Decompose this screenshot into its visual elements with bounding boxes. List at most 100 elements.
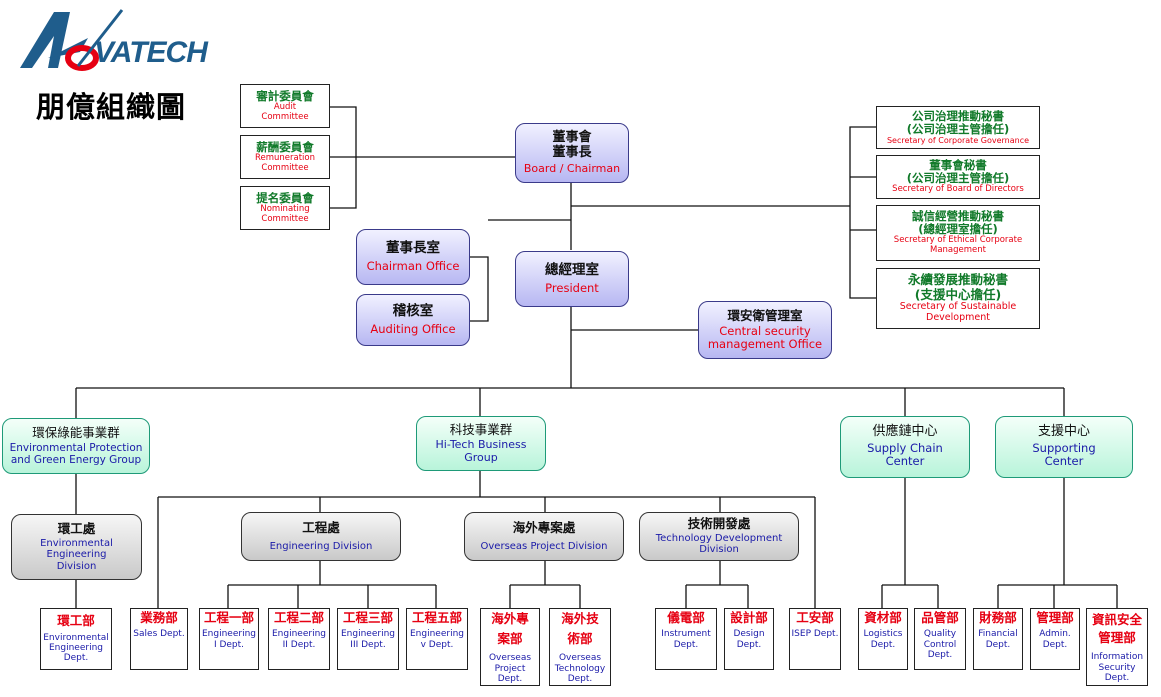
chairman-office-zh: 董事長室 <box>386 240 440 257</box>
dept-en: Overseas Technology Dept. <box>554 653 606 685</box>
president: 總經理室 President <box>515 251 629 307</box>
dept-zh: 工程五部 <box>411 610 462 625</box>
dept-zh: 財務部 <box>979 610 1017 625</box>
dept-en: Engineering III Dept. <box>341 629 395 650</box>
group-zh: 支援中心 <box>1037 424 1090 440</box>
secretary-zh2: (公司治理主管擔任) <box>906 121 1010 136</box>
dept-en: Engineering II Dept. <box>272 629 326 650</box>
dept-logistics: 資材部 Logistics Dept. <box>858 608 908 670</box>
dept-zh: 設計部 <box>730 610 768 625</box>
security-office-zh: 環安衛管理室 <box>727 307 803 323</box>
auditing-office-en: Auditing Office <box>370 321 456 336</box>
audit-committee: 審計委員會 Audit Committee <box>240 84 330 128</box>
corporate-governance-secretary: 公司治理推動秘書 (公司治理主管擔任) Secretary of Corpora… <box>876 106 1040 149</box>
division-zh: 環工處 <box>57 520 96 536</box>
dept-zh: 管理部 <box>1036 610 1074 625</box>
group-zh: 供應鏈中心 <box>872 424 938 440</box>
president-en: President <box>545 280 599 295</box>
dept-env-engineering: 環工部 Environmental Engineering Dept. <box>40 608 112 670</box>
dept-en: Instrument Dept. <box>661 629 711 650</box>
division-en: Engineering Division <box>269 540 373 552</box>
dept-en: Engineering I Dept. <box>202 629 256 650</box>
secretary-en: Secretary of Corporate Governance <box>886 136 1030 146</box>
dept-overseas-project: 海外專案部 Overseas Project Dept. <box>480 608 540 686</box>
dept-instrument: 儀電部 Instrument Dept. <box>655 608 717 670</box>
overseas-project-division: 海外專案處 Overseas Project Division <box>464 512 624 561</box>
dept-zh: 環工部 <box>57 613 95 629</box>
dept-overseas-technology: 海外技術部 Overseas Technology Dept. <box>549 608 611 686</box>
dept-zh: 資材部 <box>864 610 902 625</box>
secretary-zh1: 誠信經營推動秘書 <box>912 209 1004 224</box>
dept-engineering-5: 工程五部 Engineering v Dept. <box>406 608 468 670</box>
secretary-zh1: 永續發展推動秘書 <box>907 272 1008 288</box>
secretary-en: Secretary of Sustainable Development <box>899 300 1017 323</box>
supply-chain-center: 供應鏈中心 Supply Chain Center <box>840 416 970 478</box>
secretary-zh2: (公司治理主管擔任) <box>906 171 1010 186</box>
auditing-office-zh: 稽核室 <box>392 303 434 320</box>
logo-text: VATECH <box>94 36 208 69</box>
tech-development-division: 技術開發處 Technology Development Division <box>639 512 799 561</box>
committee-en: Remuneration Committee <box>254 152 316 173</box>
dept-engineering-1: 工程一部 Engineering I Dept. <box>199 608 259 670</box>
dept-quality-control: 品管部 Quality Control Dept. <box>914 608 966 670</box>
secretary-en: Secretary of Board of Directors <box>892 184 1024 195</box>
dept-en: Overseas Project Dept. <box>488 653 532 685</box>
board-chairman: 董事會 董事長 Board / Chairman <box>515 123 629 183</box>
group-en: Hi-Tech Business Group <box>435 438 527 464</box>
committee-en: Nominating Committee <box>260 203 310 224</box>
dept-zh: 品管部 <box>921 610 959 625</box>
security-office: 環安衛管理室 Central security management Offic… <box>698 301 832 359</box>
dept-en: Environmental Engineering Dept. <box>43 632 109 664</box>
logo-mark-icon <box>20 9 124 71</box>
ethical-management-secretary: 誠信經營推動秘書 (總經理室擔任) Secretary of Ethical C… <box>876 205 1040 261</box>
dept-sales: 業務部 Sales Dept. <box>130 608 188 670</box>
dept-zh: 儀電部 <box>667 610 705 625</box>
group-zh: 環保綠能事業群 <box>32 424 120 440</box>
division-en: Overseas Project Division <box>480 540 608 552</box>
engineering-division: 工程處 Engineering Division <box>241 512 401 561</box>
secretary-zh1: 公司治理推動秘書 <box>912 108 1004 123</box>
president-zh: 總經理室 <box>545 262 599 279</box>
dept-en: Quality Control Dept. <box>923 629 957 661</box>
group-en: Environmental Protection and Green Energ… <box>9 442 143 467</box>
dept-admin: 管理部 Admin. Dept. <box>1030 608 1080 670</box>
dept-design: 設計部 Design Dept. <box>724 608 774 670</box>
dept-en: Engineering v Dept. <box>410 629 464 650</box>
hitech-business-group: 科技事業群 Hi-Tech Business Group <box>416 416 546 471</box>
secretary-zh1: 董事會秘書 <box>929 157 987 172</box>
division-zh: 工程處 <box>302 519 340 535</box>
security-office-en2: management Office <box>707 337 823 352</box>
dept-zh: 工程三部 <box>342 610 393 625</box>
dept-en: ISEP Dept. <box>791 629 839 640</box>
division-zh: 技術開發處 <box>687 516 751 532</box>
dept-zh: 業務部 <box>140 610 178 625</box>
board-secretary: 董事會秘書 (公司治理主管擔任) Secretary of Board of D… <box>876 155 1040 199</box>
board-zh2: 董事長 <box>552 144 592 160</box>
dept-en: Design Dept. <box>733 629 765 650</box>
group-zh: 科技事業群 <box>449 421 513 437</box>
dept-zh: 海外技術部 <box>561 611 599 647</box>
dept-engineering-2: 工程二部 Engineering II Dept. <box>268 608 330 670</box>
company-logo: VATECH <box>18 8 218 74</box>
dept-isep: 工安部 ISEP Dept. <box>789 608 841 670</box>
committee-zh: 薪酬委員會 <box>256 139 314 154</box>
secretary-en: Secretary of Ethical Corporate Managemen… <box>893 235 1023 256</box>
supporting-center: 支援中心 Supporting Center <box>995 416 1133 478</box>
dept-information-security: 資訊安全管理部 Information Security Dept. <box>1086 608 1148 686</box>
secretary-zh2: (總經理室擔任) <box>918 222 998 237</box>
sustainable-development-secretary: 永續發展推動秘書 (支援中心擔任) Secretary of Sustainab… <box>876 268 1040 329</box>
dept-zh: 工程一部 <box>203 610 254 625</box>
chairman-office: 董事長室 Chairman Office <box>356 229 470 285</box>
dept-zh: 海外專案部 <box>491 611 529 647</box>
dept-zh: 工程二部 <box>273 610 324 625</box>
chairman-office-en: Chairman Office <box>366 258 460 273</box>
dept-en: Sales Dept. <box>133 629 185 640</box>
remuneration-committee: 薪酬委員會 Remuneration Committee <box>240 135 330 179</box>
page-title: 朋億組織圖 <box>36 90 187 124</box>
dept-en: Logistics Dept. <box>863 629 903 650</box>
group-en: Supply Chain Center <box>867 441 943 469</box>
env-green-energy-group: 環保綠能事業群 Environmental Protection and Gre… <box>2 418 150 474</box>
board-en: Board / Chairman <box>523 161 621 175</box>
committee-zh: 提名委員會 <box>256 190 314 205</box>
